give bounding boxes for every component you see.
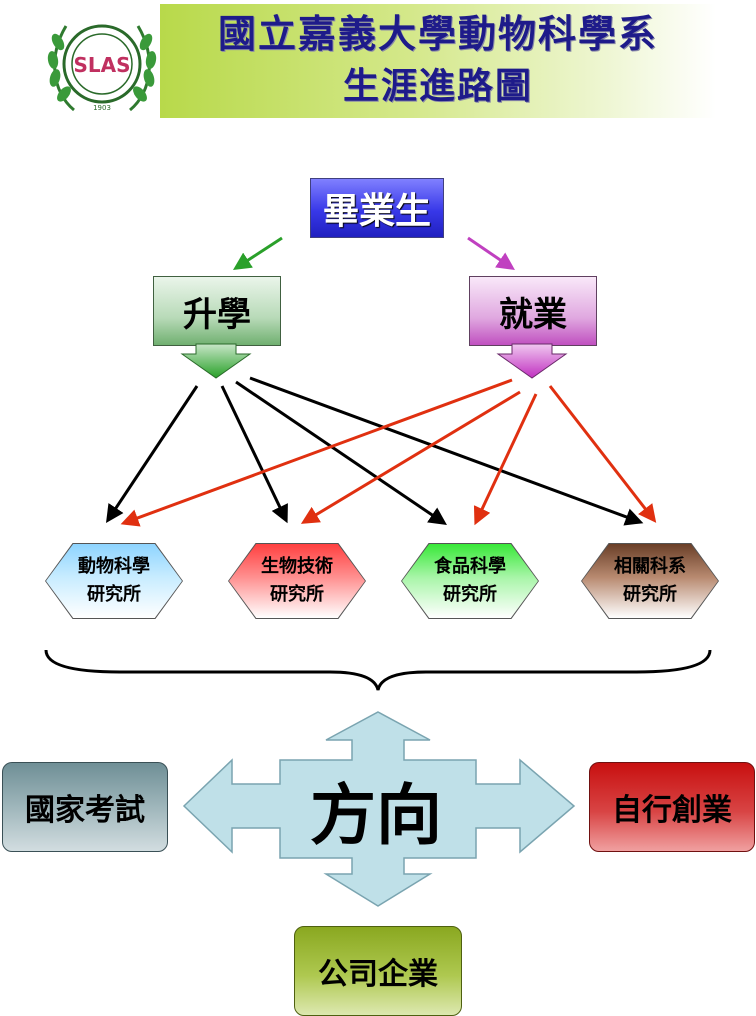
graduate-box: 畢業生 xyxy=(310,178,444,238)
arrow-to-study xyxy=(232,236,283,270)
study-to-related-arrow xyxy=(249,376,644,526)
employment-to-bio-arrow xyxy=(300,390,521,524)
employment-down-arrow-icon xyxy=(496,343,568,379)
institute-biotechnology: 生物技術 研究所 xyxy=(228,543,366,619)
direction-label: 方向 xyxy=(310,776,442,854)
employment-to-food-arrow xyxy=(473,393,538,526)
page-title: 國立嘉義大學動物科學系 xyxy=(217,11,658,56)
startup-box: 自行創業 xyxy=(589,762,755,852)
institute-label-line1: 相關科系 xyxy=(614,556,686,577)
national-exam-box: 國家考試 xyxy=(2,762,168,852)
logo-text: SLAS xyxy=(73,53,130,77)
employment-box: 就業 xyxy=(469,276,597,346)
institute-food-science: 食品科學 研究所 xyxy=(401,543,539,619)
company-box: 公司企業 xyxy=(294,926,462,1016)
further-study-label: 升學 xyxy=(183,294,251,335)
institute-label-line1: 食品科學 xyxy=(434,556,506,577)
page-subtitle: 生涯進路圖 xyxy=(342,65,533,107)
institute-label-line2: 研究所 xyxy=(270,584,324,605)
institute-related-fields: 相關科系 研究所 xyxy=(581,543,719,619)
startup-label: 自行創業 xyxy=(612,793,732,828)
study-to-bio-arrow xyxy=(220,385,288,524)
logo-year: 1903 xyxy=(93,104,111,112)
title-banner: 國立嘉義大學動物科學系 生涯進路圖 xyxy=(160,4,716,118)
laurel-wreath-icon xyxy=(47,25,157,112)
institute-label-line1: 生物技術 xyxy=(261,556,333,577)
national-exam-label: 國家考試 xyxy=(25,793,145,828)
study-to-animal-arrow xyxy=(106,385,199,523)
further-study-box: 升學 xyxy=(153,276,281,346)
institute-animal-science: 動物科學 研究所 xyxy=(45,543,183,619)
institute-label-line2: 研究所 xyxy=(443,584,497,605)
employment-to-animal-arrow xyxy=(120,378,513,527)
institute-label-line2: 研究所 xyxy=(87,584,141,605)
institute-label-line2: 研究所 xyxy=(623,584,677,605)
graduate-label: 畢業生 xyxy=(322,190,431,232)
employment-to-related-arrow xyxy=(548,385,657,523)
company-label: 公司企業 xyxy=(318,957,438,992)
four-way-arrow-icon xyxy=(182,711,576,907)
university-logo: SLAS 1903 xyxy=(47,24,157,112)
institute-label-line1: 動物科學 xyxy=(78,556,150,577)
curly-brace-icon xyxy=(44,649,712,691)
arrow-to-employment xyxy=(467,236,515,271)
study-down-arrow-icon xyxy=(180,343,252,379)
study-to-food-arrow xyxy=(235,380,447,526)
employment-label: 就業 xyxy=(499,294,567,335)
